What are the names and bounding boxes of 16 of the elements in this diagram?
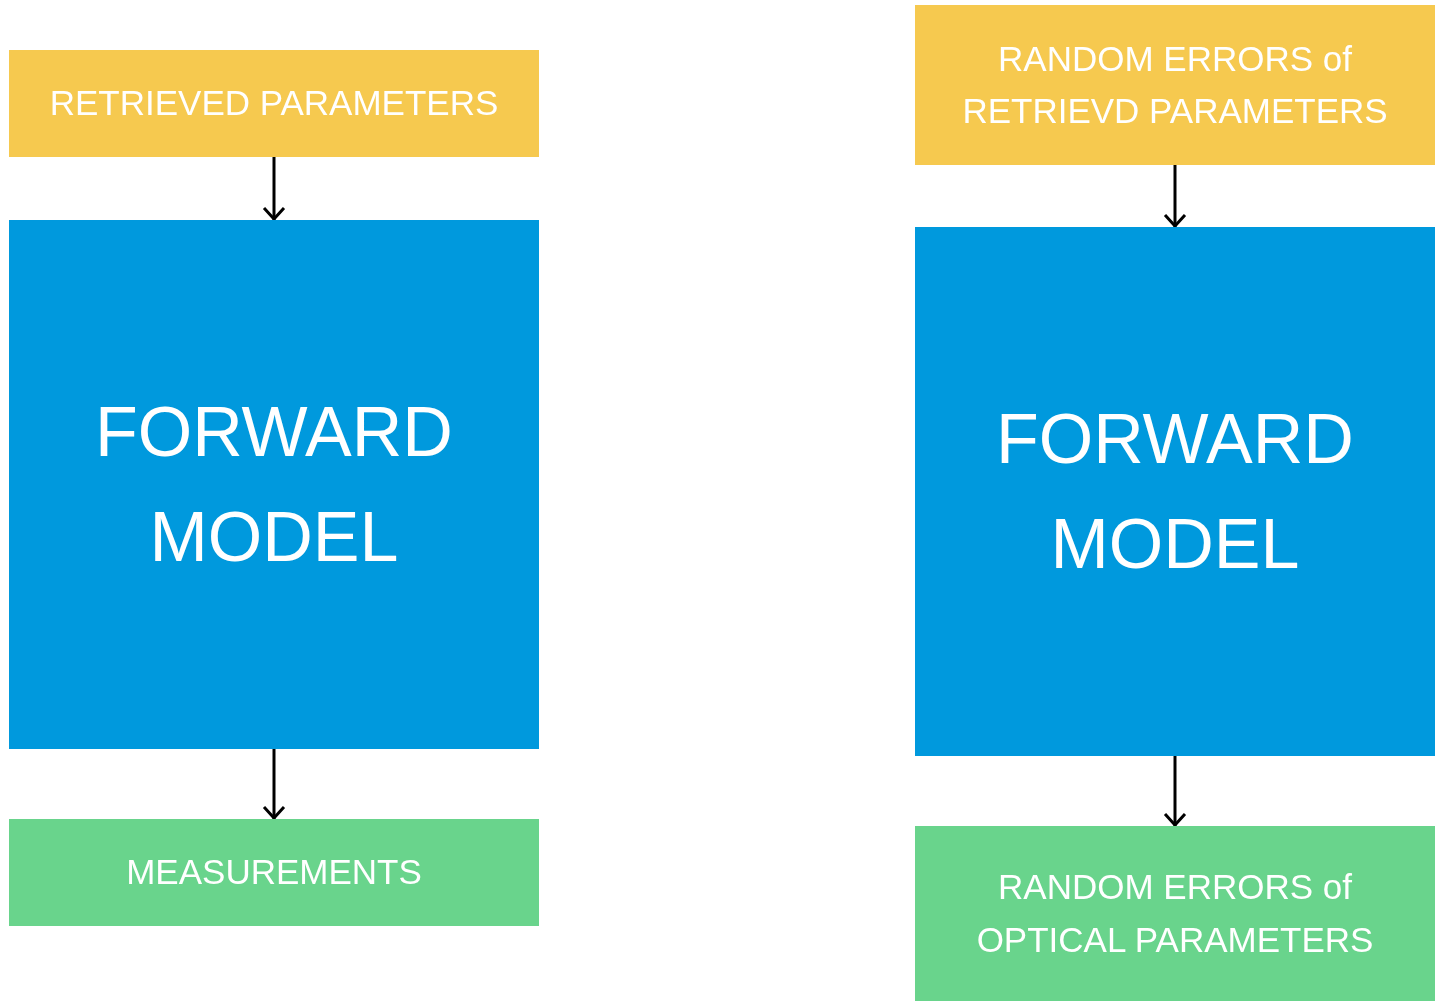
arrow [262, 157, 286, 221]
process-box [915, 227, 1435, 756]
box-label: FORWARD MODEL [94, 391, 454, 578]
box-label: FORWARD MODEL [995, 398, 1355, 585]
data-box [915, 826, 1435, 1001]
data-box [915, 5, 1435, 165]
data-box [9, 50, 539, 157]
box-label: MEASUREMENTS [126, 851, 422, 894]
box-label: RANDOM ERRORS of OPTICAL PARAMETERS [975, 866, 1375, 961]
arrow [1163, 756, 1187, 827]
arrow [262, 749, 286, 820]
data-box [9, 819, 539, 926]
box-label: RETRIEVED PARAMETERS [49, 82, 499, 125]
box-label: RANDOM ERRORS of RETRIEVD PARAMETERS [961, 37, 1389, 132]
arrow [1163, 165, 1187, 228]
process-box [9, 220, 539, 749]
